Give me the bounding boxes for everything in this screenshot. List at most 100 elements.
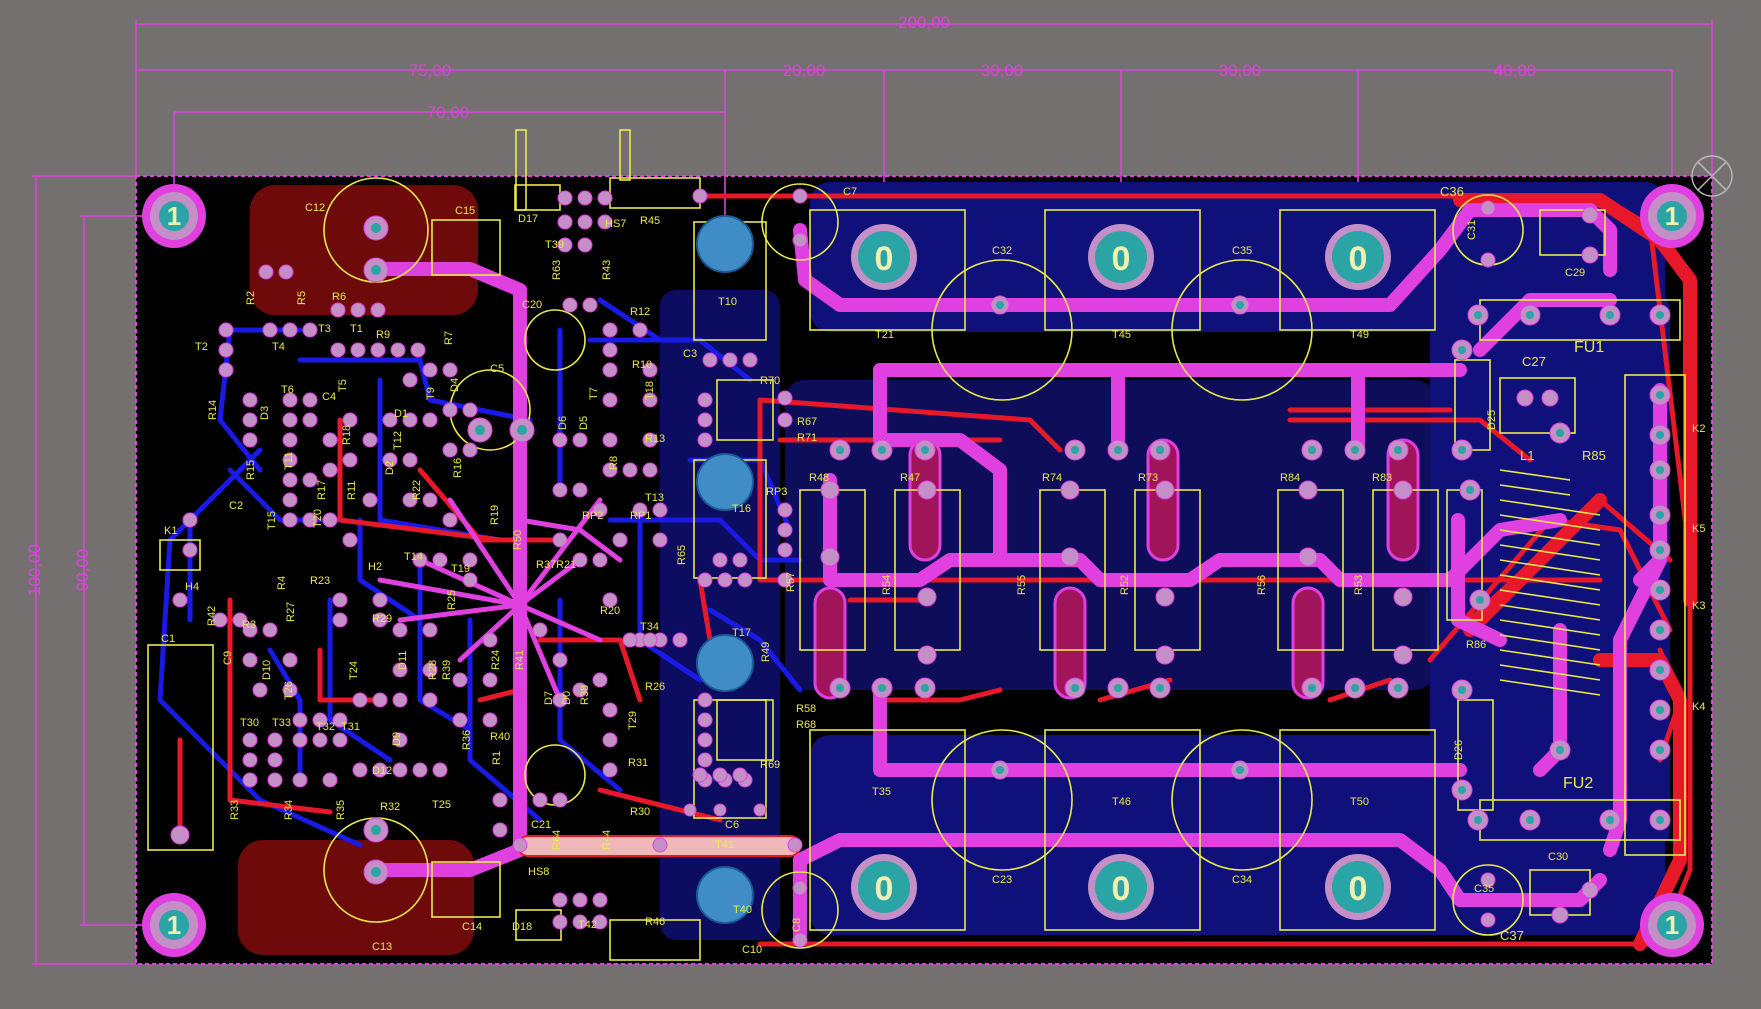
designator-t17: T17 [732, 627, 751, 639]
designator-t24: T24 [348, 661, 360, 680]
designator-r83: R83 [1372, 472, 1392, 484]
designator-r58: R58 [796, 703, 816, 715]
designator-l1: L1 [1520, 448, 1534, 463]
designator-r71: R71 [797, 432, 817, 444]
designator-r64: R64 [551, 830, 563, 850]
designator-k1: K1 [164, 525, 177, 537]
designator-t18: T18 [644, 381, 656, 400]
designator-c23: C23 [992, 874, 1012, 886]
designator-c5: C5 [490, 363, 504, 375]
dim-left-section: 75,00 [409, 61, 452, 80]
designator-d2: D2 [384, 461, 396, 475]
designator-rp3: RP3 [766, 486, 787, 498]
designator-r74: R74 [1042, 472, 1062, 484]
designator-d5: D5 [578, 416, 590, 430]
designator-hs8: HS8 [528, 866, 549, 878]
mounting-hole-label: 1 [167, 910, 181, 940]
designator-c21: C21 [531, 819, 551, 831]
designator-t29: T29 [627, 711, 639, 730]
designator-fu2: FU2 [1563, 775, 1593, 792]
designator-r20: R20 [600, 605, 620, 617]
designator-r5: R5 [296, 291, 308, 305]
designator-t41: T41 [715, 839, 734, 851]
screw-label: 0 [1349, 870, 1368, 908]
designator-c1: C1 [161, 633, 175, 645]
designator-t46: T46 [1112, 796, 1131, 808]
designator-r9: R9 [376, 329, 390, 341]
designator-r65: R65 [676, 545, 688, 565]
designator-r53: R53 [1353, 575, 1365, 595]
designator-r17: R17 [316, 480, 328, 500]
designator-r31: R31 [628, 757, 648, 769]
designator-r48: R48 [809, 472, 829, 484]
designator-c4: C4 [322, 391, 336, 403]
designator-c31: C31 [1466, 220, 1478, 240]
mounting-holes [142, 184, 1704, 957]
designator-c34: C34 [1232, 874, 1252, 886]
mounting-hole-label: 1 [1665, 201, 1679, 231]
screw-label: 0 [875, 240, 894, 278]
designator-k2: K2 [1692, 423, 1705, 435]
designator-c15: C15 [455, 205, 475, 217]
designator-t32: T32 [316, 721, 335, 733]
designator-r46: R46 [645, 916, 665, 928]
designator-r84: R84 [1280, 472, 1300, 484]
designator-r73: R73 [1138, 472, 1158, 484]
designator-r43: R43 [601, 260, 613, 280]
transistor-mount-holes [696, 215, 754, 924]
designator-r4: R4 [276, 576, 288, 590]
designator-t50: T50 [1350, 796, 1369, 808]
dimension-labels: 200,00 75,00 20,00 30,00 30,00 40,00 70,… [25, 13, 1536, 596]
designator-r49: R49 [760, 642, 772, 662]
designator-r39: R39 [441, 660, 453, 680]
designator-r86: R86 [1466, 639, 1486, 651]
screw-terminal-labels: 0 0 0 0 0 0 [875, 240, 1368, 908]
designator-t26: T26 [283, 681, 295, 700]
designator-c37: C37 [1500, 928, 1524, 943]
designator-r29: R29 [372, 613, 392, 625]
designator-t1: T1 [350, 323, 363, 335]
designator-r14: R14 [207, 400, 219, 420]
designator-t39: T39 [545, 239, 564, 251]
designator-r44: R44 [601, 830, 613, 850]
designator-r11: R11 [346, 481, 358, 500]
designator-t34: T34 [640, 621, 659, 633]
designator-t5: T5 [337, 379, 349, 392]
designator-r18: R18 [341, 425, 353, 445]
designator-r40: R40 [490, 731, 510, 743]
designator-t19: T19 [451, 563, 470, 575]
designator-d26: D26 [1453, 740, 1465, 760]
designator-fu1: FU1 [1574, 339, 1604, 356]
designator-r10: R10 [632, 359, 652, 371]
designator-t45: T45 [1112, 329, 1131, 341]
designator-r85: R85 [1582, 448, 1606, 463]
designator-c7: C7 [843, 186, 857, 198]
screw-label: 0 [875, 870, 894, 908]
designator-r45: R45 [640, 215, 660, 227]
designator-r68: R68 [796, 719, 816, 731]
designator-r23: R23 [310, 575, 330, 587]
pad-holes [371, 223, 1664, 877]
designator-r1: R1 [491, 751, 503, 765]
designator-c20: C20 [522, 299, 542, 311]
designator-c6: C6 [725, 819, 739, 831]
designator-t13: T13 [645, 492, 664, 504]
designator-c13: C13 [372, 941, 392, 953]
designator-r50: R50 [512, 530, 524, 550]
designator-t4: T4 [272, 341, 285, 353]
designator-r21: R21 [556, 559, 576, 571]
dim-d2: 20,00 [783, 61, 826, 80]
designator-d0: D0 [561, 691, 573, 705]
designator-d10: D10 [261, 660, 273, 680]
designator-t33: T33 [272, 717, 291, 729]
designator-h4: H4 [185, 581, 199, 593]
designator-h2: H2 [368, 561, 382, 573]
designator-t21: T21 [875, 329, 894, 341]
designator-k4: K4 [1692, 701, 1705, 713]
mounting-hole-label: 1 [1665, 910, 1679, 940]
origin-marker [1691, 155, 1733, 197]
designator-t9: T9 [425, 387, 437, 400]
power-traces [369, 203, 1667, 947]
designator-t12: T12 [392, 431, 404, 450]
